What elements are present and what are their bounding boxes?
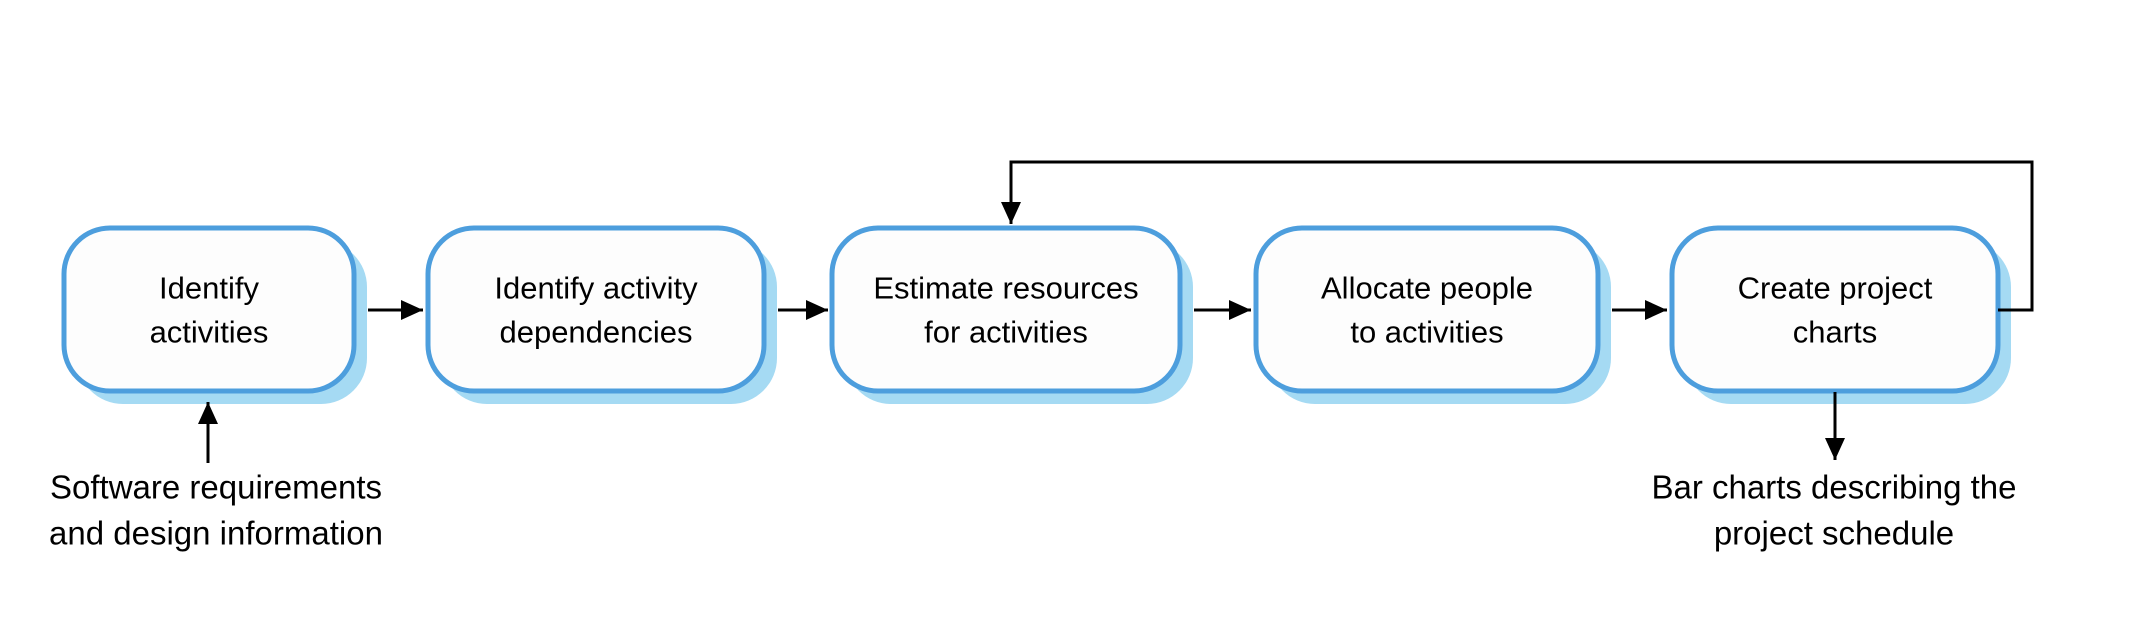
box-label-line: Identify activity (494, 271, 698, 306)
process-box-estimate-resources-for-activities: Estimate resources for activities (829, 225, 1193, 404)
box-label-line: Estimate resources (873, 271, 1138, 306)
box-label-line: to activities (1350, 315, 1503, 350)
process-box-create-project-charts: Create project charts (1669, 225, 2011, 404)
box-label-line: Create project (1738, 271, 1933, 306)
feedback-loop-arrow (1001, 160, 2034, 312)
box-outline (425, 225, 767, 394)
output-annotation-line: Bar charts describing the (1651, 469, 2016, 506)
box-label-line: Allocate people (1321, 271, 1533, 306)
process-box-allocate-people-to-activities: Allocate people to activities (1253, 225, 1611, 404)
box-label-line: for activities (924, 315, 1088, 350)
box-label-line: charts (1793, 315, 1877, 350)
box-outline (61, 225, 357, 394)
box-outline (1253, 225, 1601, 394)
process-box-identify-activities: Identify activities (61, 225, 367, 404)
input-annotation-line: Software requirements (50, 469, 382, 506)
output-annotation-line: project schedule (1714, 515, 1954, 552)
box-label-line: dependencies (499, 315, 692, 350)
box-outline (829, 225, 1183, 394)
box-outline (1669, 225, 2001, 394)
process-box-identify-activity-dependencies: Identify activity dependencies (425, 225, 777, 404)
box-label-line: Identify (159, 271, 259, 306)
input-annotation-line: and design information (49, 515, 383, 552)
box-label-line: activities (150, 315, 269, 350)
